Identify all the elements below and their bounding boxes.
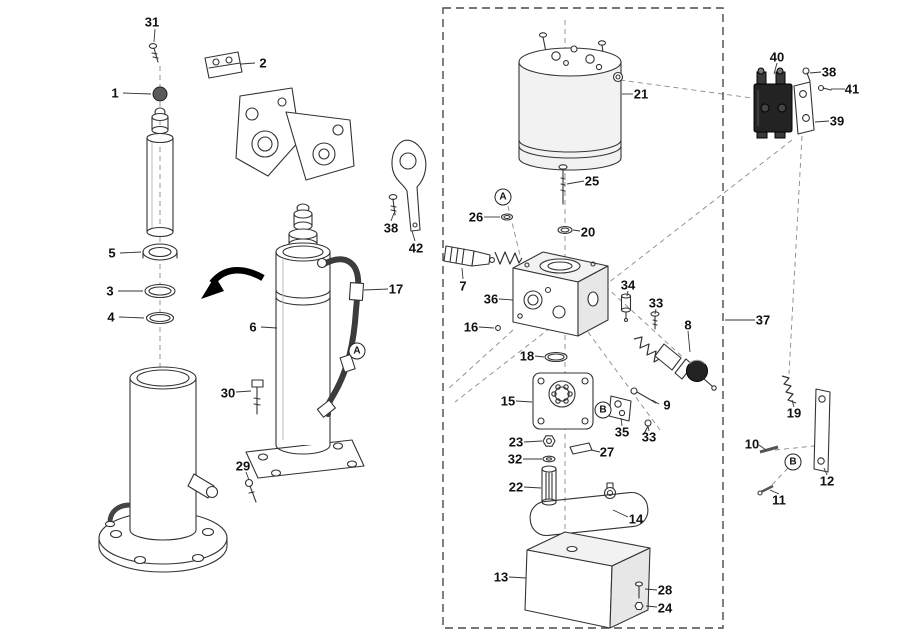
part-paddle-42 — [391, 139, 427, 232]
part-bracket-2 — [204, 51, 243, 79]
callout-16: 16 — [463, 319, 479, 335]
part-cylinder-rod — [146, 132, 174, 238]
part-washer-32 — [542, 455, 556, 463]
part-pin-10 — [759, 445, 779, 454]
part-plug — [603, 482, 617, 500]
callout-29: 29 — [235, 458, 251, 474]
part-seal-5 — [142, 243, 178, 261]
callout-8: 8 — [684, 317, 692, 333]
callout-34: 34 — [620, 277, 636, 293]
callout-31: 31 — [144, 14, 160, 30]
part-screw-16 — [495, 325, 501, 331]
part-motor-21 — [518, 32, 624, 171]
callout-42: 42 — [408, 240, 424, 256]
part-bracket-39 — [793, 81, 815, 135]
leader-lines — [118, 28, 845, 608]
part-manifold-36 — [512, 251, 609, 337]
callout-27: 27 — [599, 444, 615, 460]
part-spring-19 — [781, 375, 797, 404]
part-screw-38a — [388, 194, 398, 216]
callout-35: 35 — [614, 424, 630, 440]
part-pump-15 — [532, 372, 594, 430]
part-pin-11 — [757, 484, 774, 496]
callout-7: 7 — [459, 278, 467, 294]
callout-1: 1 — [111, 85, 119, 101]
callout-9: 9 — [663, 397, 671, 413]
part-oring-26 — [500, 213, 514, 221]
callout-33b: 33 — [641, 429, 657, 445]
callout-23: 23 — [508, 434, 524, 450]
callout-11: 11 — [772, 492, 786, 508]
part-oring-3 — [144, 283, 176, 299]
part-spool-34 — [620, 293, 632, 323]
callout-21: 21 — [633, 86, 649, 102]
callout-41: 41 — [844, 81, 860, 97]
part-gasket-14 — [529, 491, 649, 537]
part-nut-23 — [542, 435, 556, 447]
callout-37: 37 — [755, 312, 771, 328]
part-outer-cylinder — [104, 366, 219, 541]
part-screw-33b — [643, 419, 652, 435]
callout-22: 22 — [508, 479, 524, 495]
part-oring-4 — [145, 311, 175, 325]
callout-10: 10 — [744, 436, 760, 452]
callout-2: 2 — [259, 55, 267, 71]
callout-33a: 33 — [648, 295, 664, 311]
callout-26: 26 — [468, 209, 484, 225]
callout-18: 18 — [519, 348, 535, 364]
callout-40: 40 — [769, 49, 785, 65]
callout-38a: 38 — [383, 220, 399, 236]
part-valve-8 — [633, 336, 717, 391]
part-oring-18 — [544, 351, 568, 363]
callout-32: 32 — [507, 451, 523, 467]
part-mounting-bracket — [235, 87, 355, 181]
part-screw-38b — [802, 67, 811, 82]
part-valve-7 — [443, 245, 523, 267]
callout-20: 20 — [580, 224, 596, 240]
callout-3: 3 — [106, 283, 114, 299]
callout-4: 4 — [107, 309, 115, 325]
assembly-boundary — [442, 7, 724, 629]
direction-arrow — [201, 267, 265, 299]
callout-24: 24 — [657, 600, 673, 616]
part-stud-25 — [558, 164, 568, 205]
callout-12: 12 — [819, 473, 835, 489]
balloon-b-1: B — [594, 401, 612, 419]
part-plate-35 — [608, 395, 632, 422]
callout-15: 15 — [500, 393, 516, 409]
part-ball-1 — [152, 86, 168, 102]
balloon-a-2: A — [348, 342, 366, 360]
balloon-b-2: B — [784, 453, 802, 471]
callout-39: 39 — [829, 113, 845, 129]
part-nut-24 — [634, 601, 644, 611]
part-flange-6 — [245, 439, 365, 479]
callout-38b: 38 — [821, 64, 837, 80]
callout-30: 30 — [220, 385, 236, 401]
part-solenoid-40 — [753, 67, 793, 139]
callout-25: 25 — [584, 173, 600, 189]
balloon-a-1: A — [494, 188, 512, 206]
callout-36: 36 — [483, 291, 499, 307]
callout-5: 5 — [108, 245, 116, 261]
part-bolt-30 — [251, 379, 264, 415]
callout-17: 17 — [388, 281, 404, 297]
part-reservoir-13 — [524, 531, 651, 629]
part-screw-28 — [634, 581, 644, 599]
callout-13: 13 — [493, 569, 509, 585]
callout-14: 14 — [628, 511, 644, 527]
part-bracket-12 — [813, 388, 831, 473]
callout-6: 6 — [249, 319, 257, 335]
callout-19: 19 — [786, 405, 802, 421]
part-oring-20 — [557, 225, 573, 235]
part-screw-41 — [817, 84, 832, 92]
callout-28: 28 — [657, 582, 673, 598]
part-bolt-31 — [148, 43, 159, 63]
part-screw-9 — [630, 387, 657, 404]
